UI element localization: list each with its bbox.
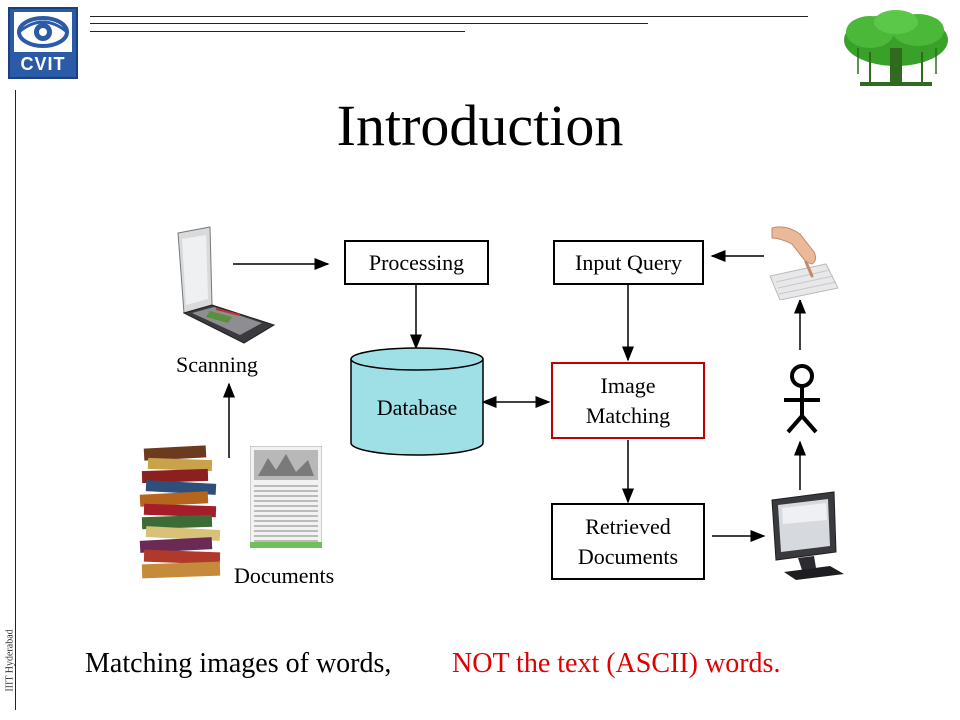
cvit-logo: CVIT <box>8 7 78 79</box>
image-matching-box: Image Matching <box>551 362 705 439</box>
footer-text-red: NOT the text (ASCII) words. <box>452 648 781 679</box>
processing-label: Processing <box>368 249 465 275</box>
scanning-label: Scanning <box>176 352 258 377</box>
processing-box: Processing <box>344 240 489 285</box>
header-rule-1 <box>90 16 808 17</box>
scanner-image <box>170 225 280 350</box>
retrieved-documents-box: Retrieved Documents <box>551 503 705 580</box>
slide-title: Introduction <box>336 93 624 158</box>
logo-text: CVIT <box>20 54 66 74</box>
user-icon <box>780 364 824 441</box>
tree-logo <box>840 8 952 95</box>
monitor-image <box>768 490 848 585</box>
retrieved-documents-label: Retrieved Documents <box>577 513 679 569</box>
hand-keyboard-image <box>766 224 840 305</box>
input-query-label: Input Query <box>575 249 682 275</box>
header-rule-2 <box>90 23 648 24</box>
document-page-image <box>249 445 323 553</box>
header-rule-3 <box>90 31 465 32</box>
left-rule <box>15 90 16 710</box>
database-cylinder: Database <box>350 347 484 457</box>
input-query-box: Input Query <box>553 240 704 285</box>
footer-text-black: Matching images of words, <box>85 648 392 679</box>
image-matching-label: Image Matching <box>585 372 671 428</box>
database-label: Database <box>376 395 458 420</box>
documents-label: Documents <box>234 563 335 588</box>
book-stack-image <box>136 445 228 590</box>
